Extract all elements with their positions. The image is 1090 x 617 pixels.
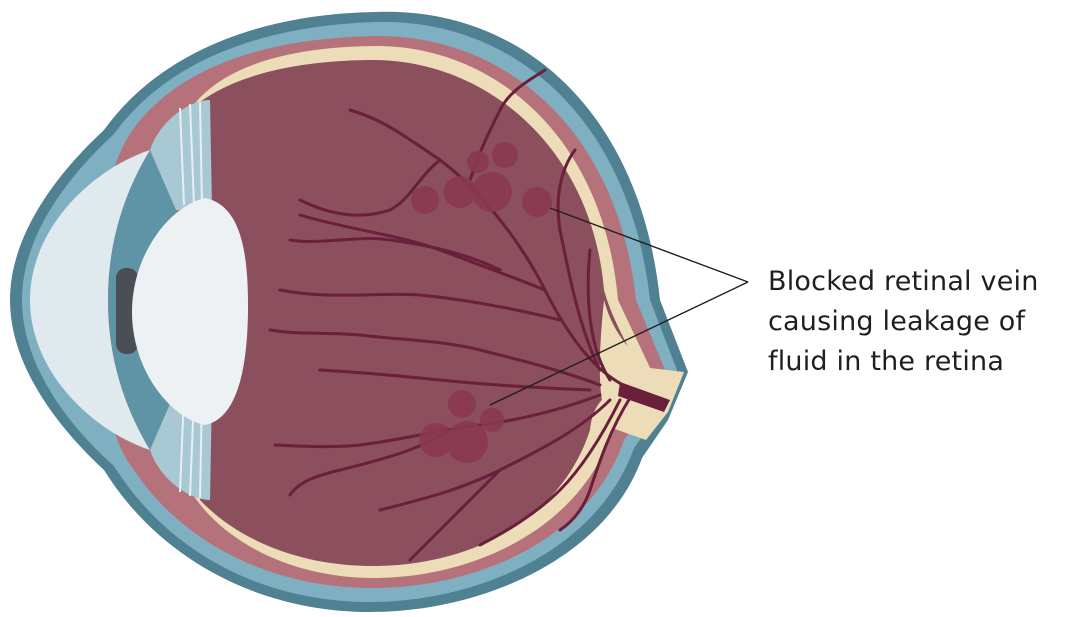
leak-spot-upper-4 — [467, 151, 489, 173]
annotation-line-2: causing leakage of — [768, 302, 1088, 342]
leak-spot-lower-3 — [446, 421, 488, 463]
leak-spot-upper-5 — [492, 142, 518, 168]
leak-spot-lower-4 — [480, 408, 504, 432]
leak-spot-upper-6 — [522, 187, 552, 217]
leak-spot-upper-1 — [411, 186, 439, 214]
leak-spot-upper-2 — [444, 176, 476, 208]
annotation-label: Blocked retinal vein causing leakage of … — [768, 262, 1088, 382]
leak-spot-lower-1 — [448, 390, 476, 418]
annotation-line-3: fluid in the retina — [768, 342, 1088, 382]
leak-spot-upper-3 — [472, 172, 512, 212]
annotation-line-1: Blocked retinal vein — [768, 262, 1088, 302]
